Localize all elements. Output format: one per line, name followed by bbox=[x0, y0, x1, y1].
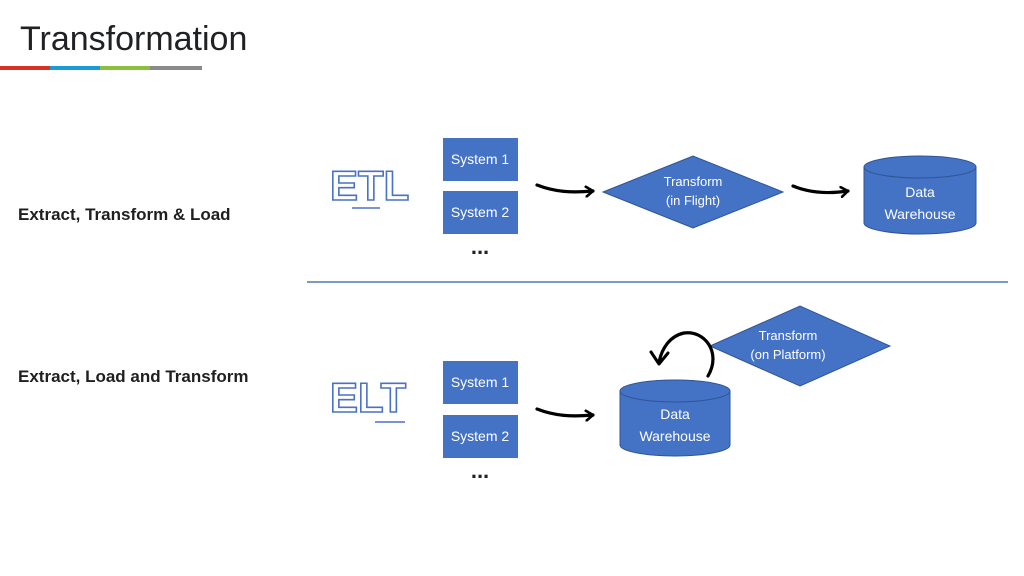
elt-system-1-label: System 1 bbox=[451, 374, 510, 390]
etl-system-2-box bbox=[443, 191, 518, 234]
elt-ellipsis: ... bbox=[471, 458, 489, 483]
etl-row-label: Extract, Transform & Load bbox=[18, 205, 231, 224]
elt-loop-arrow bbox=[657, 331, 715, 378]
elt-system-2-label: System 2 bbox=[451, 428, 510, 444]
elt-system-1-box bbox=[443, 361, 518, 404]
slide-title: Transformation bbox=[20, 20, 248, 58]
elt-row-label: Extract, Load and Transform bbox=[18, 367, 249, 386]
elt-warehouse-label-1: Data bbox=[660, 406, 690, 422]
elt-system-2-box bbox=[443, 415, 518, 458]
etl-badge: ETL bbox=[330, 162, 409, 209]
elt-transform-label-1: Transform bbox=[759, 328, 818, 343]
elt-arrow-to-warehouse bbox=[535, 407, 595, 416]
elt-badge: ELT bbox=[330, 374, 407, 421]
accent-stripe-red bbox=[0, 66, 50, 70]
etl-arrow-to-warehouse bbox=[791, 184, 850, 193]
elt-warehouse-label-2: Warehouse bbox=[639, 428, 710, 444]
etl-data-warehouse-cylinder bbox=[863, 155, 977, 235]
elt-transform-label-2: (on Platform) bbox=[750, 347, 825, 362]
elt-data-warehouse-cylinder bbox=[619, 379, 731, 457]
etl-transform-diamond bbox=[601, 155, 785, 229]
etl-ellipsis: ... bbox=[471, 234, 489, 259]
elt-transform-diamond bbox=[708, 305, 892, 387]
etl-transform-label-1: Transform bbox=[664, 174, 723, 189]
etl-transform-label-2: (in Flight) bbox=[666, 193, 720, 208]
accent-stripe-blue bbox=[50, 66, 100, 70]
etl-system-1-label: System 1 bbox=[451, 151, 510, 167]
elt-loop-arrowhead bbox=[649, 350, 670, 366]
etl-warehouse-label-1: Data bbox=[905, 184, 935, 200]
etl-system-1-box bbox=[443, 138, 518, 181]
etl-arrow-to-transform bbox=[535, 183, 595, 192]
etl-system-2-label: System 2 bbox=[451, 204, 510, 220]
accent-stripe-gray bbox=[150, 66, 202, 70]
accent-stripe-green bbox=[100, 66, 150, 70]
etl-warehouse-label-2: Warehouse bbox=[884, 206, 955, 222]
